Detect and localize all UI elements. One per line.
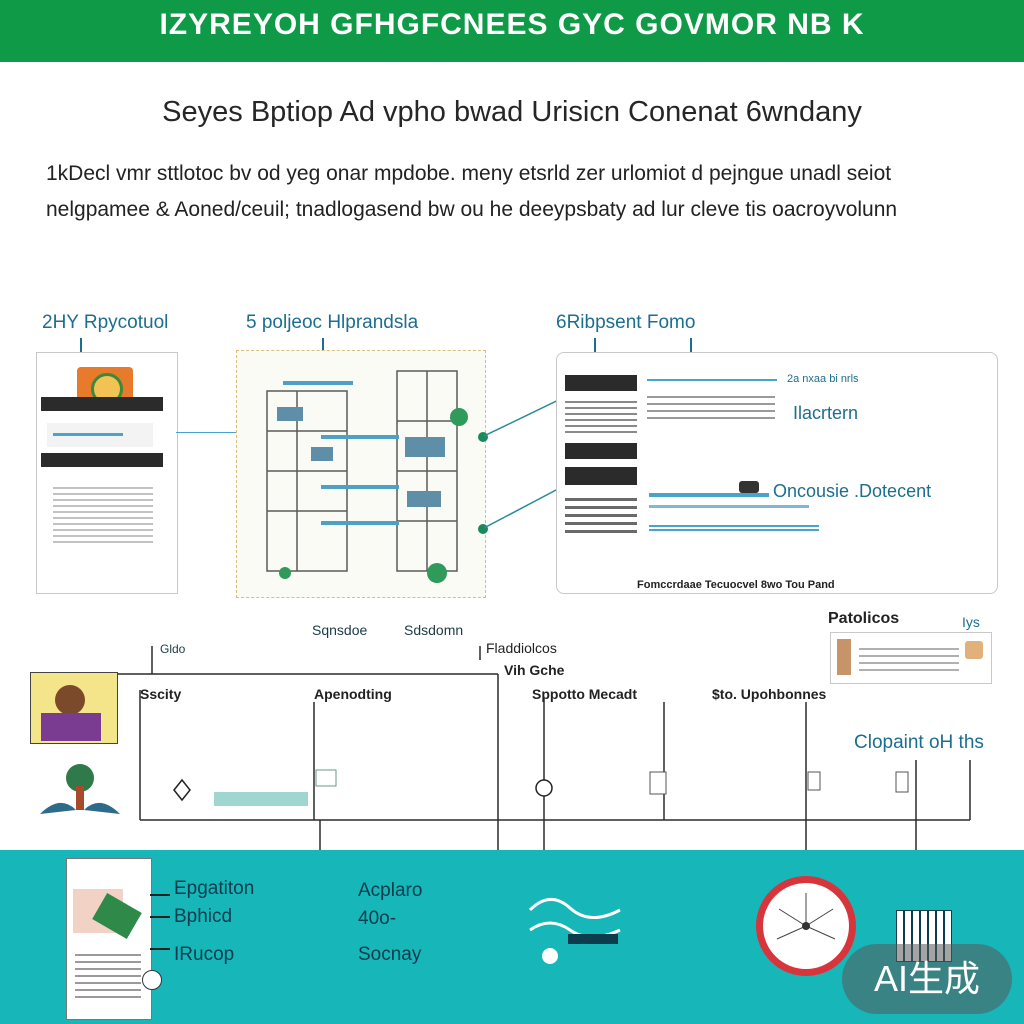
- bottom-center-value: 40o-: [358, 908, 397, 929]
- arrow-right-2: [690, 338, 692, 358]
- wave-map-icon: [528, 898, 621, 964]
- document-section-bar: [41, 453, 163, 467]
- bottom-pin-icon: [142, 970, 162, 990]
- bottom-document: [66, 858, 152, 1020]
- center-flow-sub: Vih Gche: [504, 662, 565, 678]
- center-flow-label: Fladdiolcos: [486, 640, 557, 656]
- connector-node-1: [478, 432, 488, 442]
- right-small-label: 2a nxaa bi nrls: [787, 373, 859, 385]
- bottom-center-footer: Socnay: [358, 944, 422, 965]
- patolicos-card: [830, 632, 992, 684]
- building-diagram: [266, 370, 468, 583]
- intro-line-2: nelgpamee & Aoned/ceuil; tnadlogasend bw…: [46, 198, 898, 221]
- left-tag: Gldo: [160, 642, 186, 656]
- right-panel-footer: Fomccrdaae Tecuocvel 8wo Tou Pand: [637, 579, 835, 591]
- patolicos-label: Patolicos: [828, 610, 900, 627]
- mid-small-label-1: Sqnsdoe: [312, 622, 368, 638]
- node-label-3: Sppotto Mecadt: [532, 686, 637, 702]
- arrow-right-1: [594, 338, 596, 358]
- bottom-center-title: Acplaro: [358, 880, 423, 901]
- tree-icon: [40, 764, 120, 814]
- connector-node-2: [478, 524, 488, 534]
- patolicos-suffix: Iys: [962, 614, 980, 630]
- right-panel-title: 6Ribpsent Fomo: [556, 312, 696, 333]
- node-label-4: $to. Upohbonnes: [712, 686, 827, 702]
- node-label-1: Sscity: [140, 686, 182, 702]
- bottom-item-3: IRucop: [174, 944, 235, 965]
- person-photo: [30, 672, 118, 744]
- bottom-item-1: Epgatiton: [174, 878, 255, 899]
- document-text-lines: [53, 483, 153, 543]
- bottom-item-2: Bphicd: [174, 906, 233, 927]
- left-document-panel: [36, 352, 178, 594]
- banner-title: IZYREYOH GFHGFCNEES GYC GOVMOR NB K: [159, 8, 865, 41]
- right-document-panel: 2a nxaa bi nrls Ilacrtern Oncousie .Dote…: [556, 352, 998, 594]
- mid-small-label-2: Sdsdomn: [404, 622, 464, 638]
- ai-generated-badge: AI生成: [842, 944, 1012, 1014]
- connector-left-middle: [176, 432, 246, 433]
- arrow-left: [80, 338, 82, 358]
- left-panel-title: 2HY Rpycotuol: [42, 312, 169, 333]
- middle-panel-title: 5 poljeoc Hlprandsla: [246, 312, 419, 333]
- page-title: Seyes Bptiop Ad vpho bwad Urisicn Conena…: [162, 96, 862, 128]
- right-blue-label: Clopaint oH ths: [854, 732, 984, 753]
- arrow-middle: [322, 338, 324, 358]
- right-label-2: Oncousie .Dotecent: [773, 481, 932, 501]
- ship-icon: [739, 481, 759, 493]
- node-label-2: Apenodting: [314, 686, 392, 702]
- middle-diagram-panel: [236, 350, 486, 598]
- top-banner: [0, 0, 1024, 62]
- intro-line-1: 1kDecl vmr sttlotoc bv od yeg onar mpdob…: [46, 162, 892, 185]
- document-header-bar: [41, 397, 163, 411]
- gauge-icon: [756, 876, 856, 976]
- right-label-1: Ilacrtern: [793, 403, 859, 423]
